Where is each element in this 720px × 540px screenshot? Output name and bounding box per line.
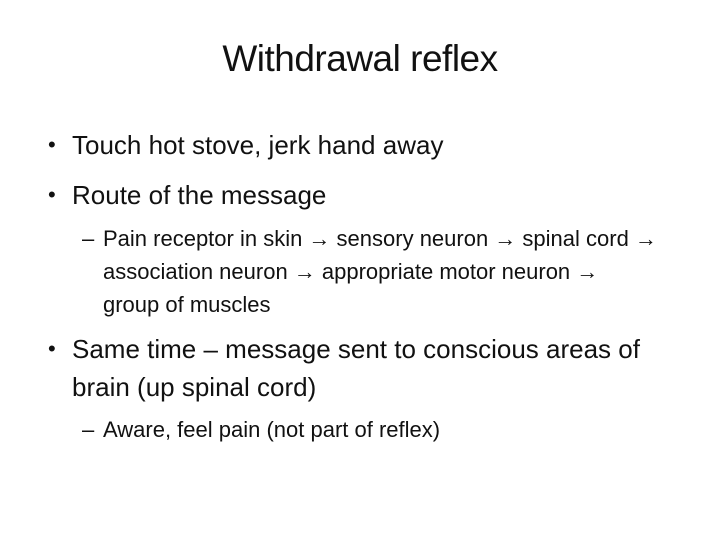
- slide-title: Withdrawal reflex: [222, 38, 498, 79]
- bullet-text: Touch hot stove, jerk hand away: [72, 130, 444, 160]
- bullet-text: Route of the message: [72, 180, 327, 210]
- sub-bullet-item: – Aware, feel pain (not part of reflex): [48, 413, 672, 446]
- sub-bullet-text: Pain receptor in skin → sensory neuron →…: [103, 226, 657, 317]
- bullet-item: • Route of the message: [48, 176, 672, 214]
- bullet-item: • Same time – message sent to conscious …: [48, 330, 672, 406]
- bullet-dot-icon: •: [48, 336, 56, 361]
- sub-bullet-text: Aware, feel pain (not part of reflex): [103, 417, 441, 442]
- bullet-item: • Touch hot stove, jerk hand away: [48, 126, 672, 164]
- slide-body: • Touch hot stove, jerk hand away • Rout…: [48, 118, 672, 446]
- dash-icon: –: [82, 226, 95, 251]
- sub-bullet-item: – Pain receptor in skin → sensory neuron…: [48, 222, 672, 321]
- bullet-dot-icon: •: [48, 182, 56, 207]
- dash-icon: –: [82, 417, 95, 442]
- bullet-dot-icon: •: [48, 132, 56, 157]
- bullet-text: Same time – message sent to conscious ar…: [72, 334, 640, 402]
